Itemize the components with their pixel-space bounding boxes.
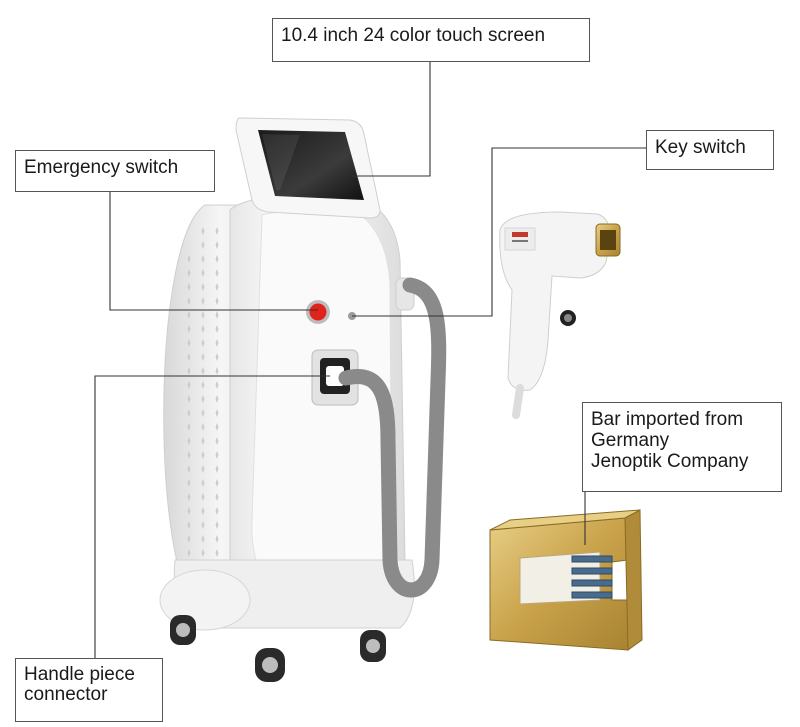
callout-bar-line1: Bar imported from xyxy=(591,409,744,430)
emergency-button xyxy=(309,303,327,321)
callout-emergency-switch-text: Emergency switch xyxy=(24,157,179,178)
callout-bar-line3: Jenoptik Company xyxy=(591,451,749,472)
machine xyxy=(159,117,415,682)
cable xyxy=(338,277,447,598)
touch-screen xyxy=(235,117,381,219)
leader-lines xyxy=(94,60,650,660)
laser-bar-module xyxy=(489,509,643,651)
callout-touch-screen-text: 10.4 inch 24 color touch screen xyxy=(281,25,546,46)
callout-handle-connector: Handle piece connector xyxy=(15,658,163,722)
wheels xyxy=(170,615,386,682)
handle-connector xyxy=(311,349,359,406)
callout-bar-line2: Germany xyxy=(591,430,670,451)
callout-emergency-switch: Emergency switch xyxy=(15,150,215,192)
callout-bar-origin: Bar imported from Germany Jenoptik Compa… xyxy=(582,402,782,492)
callout-touch-screen: 10.4 inch 24 color touch screen xyxy=(272,18,590,62)
callout-handle-line1: Handle piece xyxy=(24,664,135,685)
handpiece xyxy=(499,211,621,419)
callout-handle-line2: connector xyxy=(24,684,108,705)
callout-key-switch-text: Key switch xyxy=(655,137,746,158)
callout-key-switch: Key switch xyxy=(646,130,774,170)
